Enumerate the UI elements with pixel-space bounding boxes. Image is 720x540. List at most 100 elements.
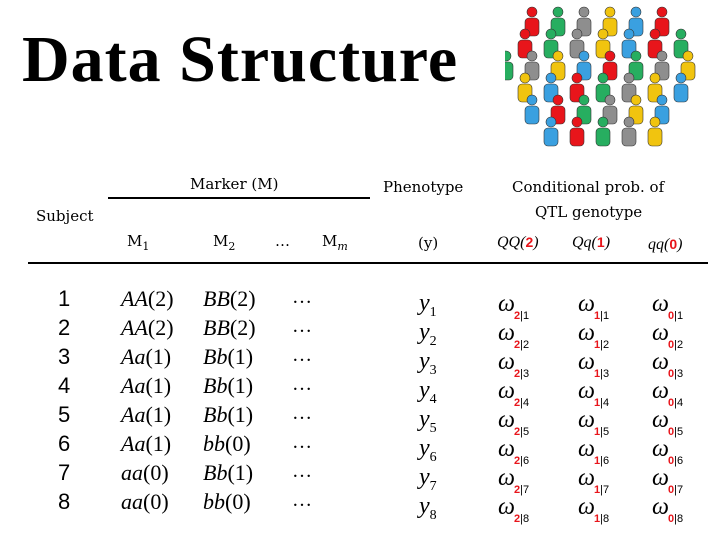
marker-m1-value: aa(0): [121, 489, 169, 514]
omega-qq-symbol: ω: [652, 291, 669, 317]
phenotype-header: Phenotype: [383, 178, 464, 196]
omega-Qq-symbol: ω: [578, 465, 595, 491]
header-divider-bottom: [28, 262, 708, 264]
omega-QQ-symbol: ω: [498, 407, 515, 433]
omega-Qq-symbol: ω: [578, 291, 595, 317]
omega-Qq-symbol: ω: [578, 349, 595, 375]
person-icon: [673, 72, 689, 103]
subject-id: 3: [58, 344, 71, 369]
marker-dots-value: …: [292, 460, 312, 482]
marker-dots-value: …: [292, 286, 312, 308]
omega-QQ-subscript: 2|3: [514, 368, 530, 380]
omega-qq-symbol: ω: [652, 349, 669, 375]
subject-id: 4: [58, 373, 71, 398]
omega-qq-symbol: ω: [652, 494, 669, 520]
omega-QQ-subscript: 2|8: [514, 513, 530, 525]
subject-header: Subject: [36, 207, 94, 225]
omega-Qq-symbol: ω: [578, 320, 595, 346]
omega-Qq-subscript: 1|8: [594, 513, 610, 525]
phenotype-value: y8: [419, 493, 437, 523]
omega-qq-subscript: 0|7: [668, 484, 684, 496]
marker-m1-value: Aa(1): [121, 373, 172, 398]
marker-m2-value: Bb(1): [203, 373, 254, 398]
person-icon: [647, 28, 663, 59]
phenotype-value: y1: [419, 290, 437, 320]
phenotype-value: y3: [419, 348, 437, 378]
omega-qq-subscript: 0|3: [668, 368, 684, 380]
subject-id: 8: [58, 489, 71, 514]
person-icon: [647, 116, 663, 147]
marker-m1-value: AA(2): [121, 286, 174, 311]
marker-dots-value: …: [292, 431, 312, 453]
marker-m2-value: bb(0): [203, 489, 251, 514]
omega-Qq-symbol: ω: [578, 407, 595, 433]
omega-QQ-subscript: 2|6: [514, 455, 530, 467]
marker-m1-value: aa(0): [121, 460, 169, 485]
omega-qq-symbol: ω: [652, 465, 669, 491]
phenotype-value: y2: [419, 319, 437, 349]
omega-QQ-symbol: ω: [498, 291, 515, 317]
omega-QQ-symbol: ω: [498, 349, 515, 375]
omega-QQ-subscript: 2|2: [514, 339, 530, 351]
marker-m1-value: Aa(1): [121, 402, 172, 427]
page-title: Data Structure: [22, 23, 459, 96]
conditional-header: Conditional prob. of: [512, 178, 665, 196]
genotype-QQ-label: QQ(2): [497, 234, 539, 251]
person-icon: [621, 116, 637, 147]
marker-m1-value: AA(2): [121, 315, 174, 340]
omega-qq-subscript: 0|4: [668, 397, 684, 409]
subject-id: 5: [58, 402, 71, 427]
omega-QQ-subscript: 2|7: [514, 484, 530, 496]
omega-QQ-symbol: ω: [498, 378, 515, 404]
omega-QQ-subscript: 2|4: [514, 397, 530, 409]
omega-Qq-symbol: ω: [578, 494, 595, 520]
marker-header: Marker (M): [190, 175, 279, 193]
omega-QQ-symbol: ω: [498, 436, 515, 462]
omega-Qq-subscript: 1|3: [594, 368, 610, 380]
omega-qq-symbol: ω: [652, 320, 669, 346]
person-icon: [550, 94, 566, 125]
subject-id: 2: [58, 315, 71, 340]
person-icon: [524, 94, 540, 125]
marker-dots-label: …: [275, 232, 290, 250]
omega-Qq-subscript: 1|5: [594, 426, 610, 438]
phenotype-value: y7: [419, 464, 437, 494]
omega-qq-subscript: 0|8: [668, 513, 684, 525]
marker-m1-value: Aa(1): [121, 344, 172, 369]
phenotype-y-label: (y): [418, 234, 439, 252]
person-icon: [543, 116, 559, 147]
person-icon: [569, 116, 585, 147]
phenotype-value: y4: [419, 377, 437, 407]
omega-Qq-subscript: 1|2: [594, 339, 610, 351]
marker-m2-value: bb(0): [203, 431, 251, 456]
omega-Qq-symbol: ω: [578, 436, 595, 462]
header-divider-top: [108, 197, 370, 199]
omega-Qq-subscript: 1|7: [594, 484, 610, 496]
marker-dots-value: …: [292, 373, 312, 395]
marker-m2-value: Bb(1): [203, 460, 254, 485]
omega-QQ-symbol: ω: [498, 494, 515, 520]
crowd-people-icon: [505, 6, 696, 147]
omega-Qq-symbol: ω: [578, 378, 595, 404]
person-icon: [505, 50, 514, 81]
omega-QQ-symbol: ω: [498, 320, 515, 346]
omega-qq-subscript: 0|1: [668, 310, 684, 322]
omega-Qq-subscript: 1|1: [594, 310, 610, 322]
genotype-qq-label: qq(0): [648, 236, 683, 253]
omega-Qq-subscript: 1|4: [594, 397, 610, 409]
marker-dots-value: …: [292, 489, 312, 511]
phenotype-value: y6: [419, 435, 437, 465]
omega-qq-subscript: 0|6: [668, 455, 684, 467]
marker-dots-value: …: [292, 315, 312, 337]
omega-qq-subscript: 0|5: [668, 426, 684, 438]
subject-id: 6: [58, 431, 71, 456]
marker-m2-value: BB(2): [203, 286, 256, 311]
marker-m2-value: BB(2): [203, 315, 256, 340]
marker-m2-label: M2: [213, 232, 236, 253]
omega-QQ-subscript: 2|5: [514, 426, 530, 438]
omega-QQ-subscript: 2|1: [514, 310, 530, 322]
marker-dots-value: …: [292, 344, 312, 366]
person-icon: [595, 116, 611, 147]
omega-qq-symbol: ω: [652, 436, 669, 462]
marker-m1-value: Aa(1): [121, 431, 172, 456]
